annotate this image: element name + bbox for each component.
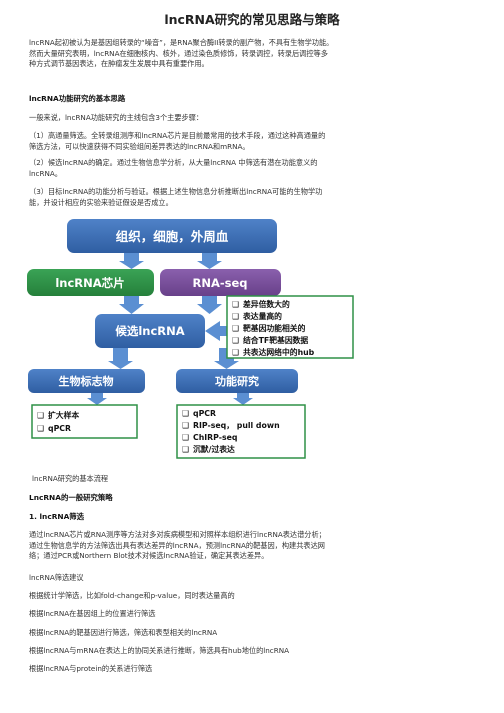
criteria-item: 结合TF靶基因数据 — [242, 335, 308, 345]
biomarker-item: qPCR — [48, 424, 71, 433]
intro-line: 种方式调节基因表达，在肿瘤发生发展中具有重要作用。 — [29, 59, 209, 69]
svg-text:❑: ❑ — [232, 312, 239, 321]
node-chip-label: lncRNA芯片 — [55, 276, 124, 290]
function-list: ❑ qPCR ❑ RIP-seq， pull down ❑ ChIRP-seq ❑ 沉默… — [176, 404, 306, 459]
step-3: （3）目标lncRNA的功能分析与验证。根据上述生物信息分析推断出lncRNA可… — [29, 187, 481, 208]
suggestion-item: 根据lncRNA在基因组上的位置进行筛选 — [29, 609, 156, 618]
biomarker-list: ❑ 扩大样本 ❑ qPCR — [31, 404, 138, 439]
section2-paragraph: 通过lncRNA芯片或RNA测序等方法对多对疾病模型和对照样本组织进行lncRN… — [29, 530, 481, 562]
function-item: RIP-seq， pull down — [193, 421, 280, 430]
function-item: ChIRP-seq — [193, 433, 238, 442]
svg-text:❑: ❑ — [232, 336, 239, 345]
svg-text:❑: ❑ — [182, 421, 189, 430]
figure-caption: lncRNA研究的基本流程 — [32, 474, 109, 483]
svg-text:❑: ❑ — [232, 324, 239, 333]
step-line: （2）候选lncRNA的确定。通过生物信息学分析，从大量lncRNA 中筛选有潜… — [29, 158, 318, 167]
step-line: （1）高通量筛选。全转录组测序和lncRNA芯片是目前最常用的技术手段，通过这种… — [29, 131, 326, 140]
step-line: 能，并设计相应的实验来验证假设是否成立。 — [29, 197, 173, 207]
suggestion-item: 根据lncRNA与protein的关系进行筛选 — [29, 664, 153, 673]
svg-text:❑: ❑ — [182, 445, 189, 454]
criteria-item: 共表达网络中的hub — [243, 347, 315, 357]
intro-paragraph: lncRNA起初被认为是基因组转录的“噪音”，是RNA聚合酶II转录的副产物，不… — [29, 38, 481, 70]
intro-line: lncRNA起初被认为是基因组转录的“噪音”，是RNA聚合酶II转录的副产物，不… — [29, 38, 334, 47]
criteria-item: 表达量高的 — [242, 311, 282, 321]
criteria-box: ❑差异倍数大的 ❑表达量高的 ❑靶基因功能相关的 ❑结合TF靶基因数据 ❑共表达… — [226, 295, 354, 359]
node-top: 组织，细胞，外周血 — [67, 219, 277, 253]
section2-heading: LncRNA的一般研究策略 — [29, 493, 113, 502]
svg-text:❑: ❑ — [182, 433, 189, 442]
intro-line: 然而大量研究表明，lncRNA在细胞核内、核外，通过染色质修饰，转录调控，转录后… — [29, 48, 328, 58]
criteria-item: 靶基因功能相关的 — [243, 323, 306, 333]
para-line: 通过生物信息学的方法筛选出具有表达差异的lncRNA，预测lncRNA的靶基因，… — [29, 540, 325, 550]
node-function: 功能研究 — [176, 369, 298, 393]
step-line: 筛选方法，可以快速获得不同实验组间差异表达的lncRNA和mRNA。 — [29, 141, 250, 151]
node-biomarker-label: 生物标志物 — [59, 374, 114, 388]
node-seq: RNA-seq — [160, 269, 281, 296]
suggestion-item: 根据lncRNA与mRNA在表达上的协同关系进行推断，筛选具有hub地位的lnc… — [29, 646, 290, 655]
para-line: 通过lncRNA芯片或RNA测序等方法对多对疾病模型和对照样本组织进行lncRN… — [29, 530, 326, 539]
node-chip: lncRNA芯片 — [27, 269, 154, 296]
step-line: lncRNA。 — [29, 168, 62, 178]
node-seq-label: RNA-seq — [192, 276, 247, 290]
node-candidate-label: 候选lncRNA — [115, 324, 184, 338]
svg-text:❑: ❑ — [232, 348, 239, 357]
function-item: qPCR — [193, 409, 216, 418]
biomarker-item: 扩大样本 — [48, 410, 79, 420]
page-title: lncRNA研究的常见思路与策略 — [164, 12, 340, 27]
svg-text:❑: ❑ — [232, 300, 239, 309]
criteria-item: 差异倍数大的 — [242, 299, 290, 309]
node-top-label: 组织，细胞，外周血 — [116, 229, 229, 244]
step-line: （3）目标lncRNA的功能分析与验证。根据上述生物信息分析推断出lncRNA可… — [29, 187, 323, 196]
svg-text:❑: ❑ — [37, 424, 44, 433]
node-candidate: 候选lncRNA — [95, 314, 205, 348]
node-function-label: 功能研究 — [215, 374, 259, 388]
function-item: 沉默/过表达 — [193, 444, 235, 454]
section2-subheading: 1. lncRNA筛选 — [29, 512, 85, 521]
suggestion-item: 根据统计学筛选，比如fold-change和p-value，同时表达量高的 — [29, 591, 235, 600]
node-biomarker: 生物标志物 — [28, 369, 145, 393]
svg-text:❑: ❑ — [37, 411, 44, 420]
step-1: （1）高通量筛选。全转录组测序和lncRNA芯片是目前最常用的技术手段，通过这种… — [29, 131, 481, 152]
para-line: 络；通过PCR或Northern Blot技术对候选lncRNA验证，确定其表达… — [29, 551, 269, 561]
svg-text:❑: ❑ — [182, 409, 189, 418]
suggestion-item: 根据lncRNA的靶基因进行筛选，筛选和表型相关的lncRNA — [29, 628, 218, 637]
suggestions-heading: lncRNA筛选建议 — [29, 573, 84, 582]
section1-lead: 一般来说，lncRNA功能研究的主线包含3个主要步骤： — [29, 113, 204, 122]
step-2: （2）候选lncRNA的确定。通过生物信息学分析，从大量lncRNA 中筛选有潜… — [29, 158, 481, 179]
section1-heading: lncRNA功能研究的基本思路 — [29, 94, 126, 103]
